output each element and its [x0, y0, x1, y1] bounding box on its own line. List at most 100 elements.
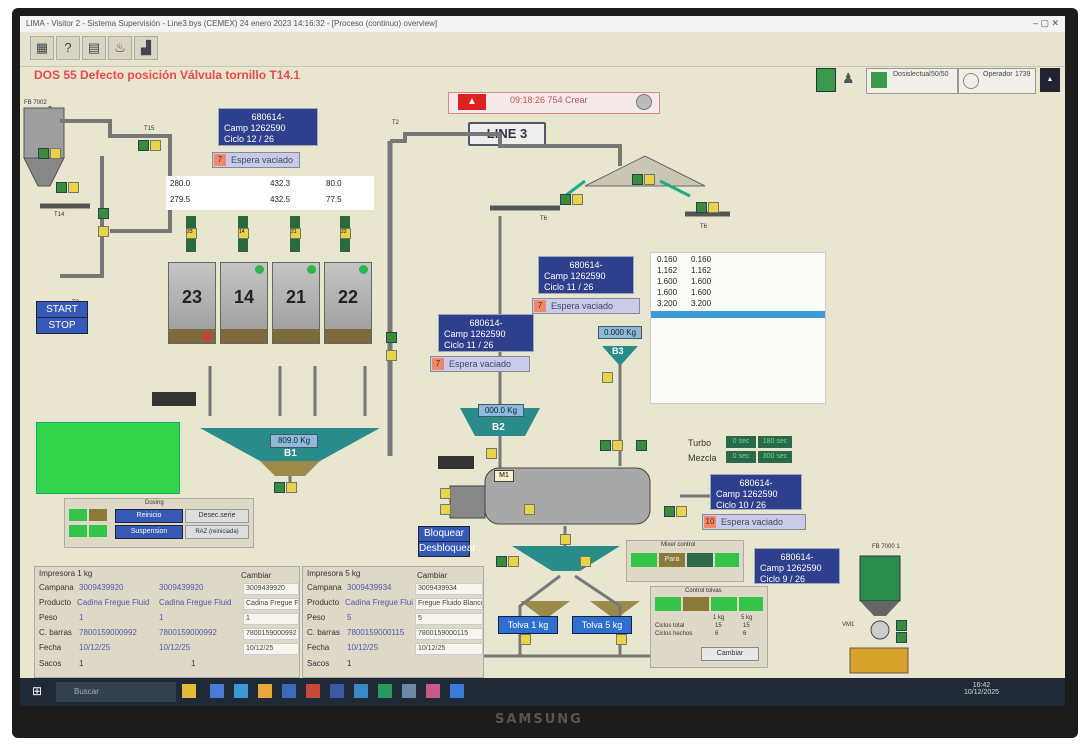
app-icon[interactable]	[450, 684, 464, 698]
field-input[interactable]: Cadina Fregue Flui	[243, 598, 299, 610]
cambiar-tolvas-button[interactable]: Cambiar	[701, 647, 759, 661]
silo-23[interactable]: 23	[168, 262, 216, 344]
espera-box-4: 10 Espera vaciado	[702, 514, 806, 530]
status-dot	[359, 265, 368, 274]
indicator	[486, 448, 497, 459]
para-button[interactable]: Para	[659, 553, 685, 567]
stop-button[interactable]: STOP	[36, 317, 88, 334]
suspension-button[interactable]: Suspension	[115, 525, 183, 539]
app-icon[interactable]	[426, 684, 440, 698]
app-icon[interactable]	[210, 684, 224, 698]
warning-app-icon[interactable]	[182, 684, 196, 698]
recipe-line2: Camp 1262590	[544, 271, 606, 281]
recipe-line1: 680614-	[780, 552, 814, 562]
recipe-icon[interactable]: ♨	[108, 36, 132, 60]
field-input[interactable]: 7800159000992	[243, 628, 299, 640]
app-icon[interactable]	[354, 684, 368, 698]
mixer-led[interactable]	[687, 553, 713, 567]
field-input[interactable]: 3009439934	[415, 583, 483, 595]
tolva-5kg[interactable]: Tolva 5 kg	[572, 616, 632, 634]
status-green-icon[interactable]	[816, 68, 836, 92]
taskbar-date: 10/12/2025	[964, 689, 1000, 696]
alarm-warning-icon[interactable]: ▲	[458, 94, 486, 110]
recipe-box-3[interactable]: 680614- Camp 1262590 Ciclo 11 / 26	[438, 314, 534, 352]
alarm-bar[interactable]	[448, 92, 660, 114]
folder-icon[interactable]	[258, 684, 272, 698]
alarm-datetime: 09:18:26 754 Crear	[510, 95, 588, 105]
scale-display	[152, 392, 196, 406]
hmi-screen: LIMA - Visitor 2 - Sistema Supervisión -…	[20, 16, 1065, 706]
windows-start-icon[interactable]: ⊞	[32, 684, 43, 698]
indicator	[896, 620, 907, 631]
indicator	[50, 148, 61, 159]
field-input[interactable]: 10/12/25	[243, 643, 299, 655]
field-input[interactable]: 10/12/25	[415, 643, 483, 655]
monitor-brand: SAMSUNG	[495, 712, 583, 727]
taskbar-clock[interactable]: 16:42 10/12/2025	[964, 682, 999, 696]
cambiar-printer2-button[interactable]: Cambiar	[417, 571, 448, 580]
dosing-led	[89, 525, 107, 537]
silo-21[interactable]: 21	[272, 262, 320, 344]
b1-label: B1	[284, 448, 297, 459]
cell: 6	[715, 631, 719, 637]
bloquear-button[interactable]: Bloquear	[418, 526, 470, 542]
indicator	[440, 504, 451, 515]
mixer-display	[438, 456, 474, 469]
app-icon[interactable]	[282, 684, 296, 698]
field-input[interactable]: Fregue Fluido Blanco	[415, 598, 483, 610]
help-icon[interactable]: ?	[56, 36, 80, 60]
espera-box-2: 7 Espera vaciado	[532, 298, 640, 314]
indicator	[286, 482, 297, 493]
app-icon[interactable]	[306, 684, 320, 698]
field-input[interactable]: 7800159000115	[415, 628, 483, 640]
raz-button[interactable]: RAZ (reiniciada)	[185, 525, 249, 539]
mixer-led[interactable]	[715, 553, 739, 567]
grid-icon[interactable]: ▦	[30, 36, 54, 60]
desbloquear-button[interactable]: Desbloquear	[418, 541, 476, 557]
printer-panel-5kg: Impresora 5 kg Cambiar Campana 300943993…	[302, 566, 484, 678]
indicator	[580, 556, 591, 567]
app-icon[interactable]	[402, 684, 416, 698]
recipe-box-5[interactable]: 680614- Camp 1262590 Ciclo 9 / 26	[754, 548, 840, 584]
chart-icon[interactable]: ▟	[134, 36, 158, 60]
user-icon[interactable]: ♟	[842, 70, 855, 86]
field-input[interactable]: 3009439920	[243, 583, 299, 595]
recipe-box-2[interactable]: 680614- Camp 1262590 Ciclo 11 / 26	[538, 256, 634, 294]
field-label: C. barras	[39, 628, 72, 637]
app-icon[interactable]	[378, 684, 392, 698]
browser-icon[interactable]	[234, 684, 248, 698]
reinicio-button[interactable]: Reinicio	[115, 509, 183, 523]
tolva-led[interactable]	[711, 597, 737, 611]
b1-weight: 809.0 Kg	[270, 434, 318, 448]
logo-icon: ▲	[1040, 68, 1060, 92]
tolva-led[interactable]	[655, 597, 681, 611]
field-input[interactable]: 1	[243, 613, 299, 625]
mixer-led[interactable]	[631, 553, 657, 567]
indicator	[644, 174, 655, 185]
start-button[interactable]: START	[36, 301, 88, 318]
cambiar-printer1-button[interactable]: Cambiar	[241, 571, 272, 580]
window-controls[interactable]: – ▢ ✕	[1032, 18, 1059, 28]
silo-14[interactable]: 14	[220, 262, 268, 344]
taskbar-search-input[interactable]: Buscar	[56, 682, 176, 702]
tolva-1kg[interactable]: Tolva 1 kg	[498, 616, 558, 634]
readout-value: 80.0	[326, 179, 342, 188]
app-icon[interactable]	[330, 684, 344, 698]
tolva-led[interactable]	[683, 597, 709, 611]
tag-t6b: T6	[700, 224, 708, 230]
alarm-ack-icon[interactable]	[636, 94, 652, 110]
tolva-led[interactable]	[739, 597, 763, 611]
tag-vm: VM1	[842, 622, 855, 628]
desec-serie-button[interactable]: Desec.serie	[185, 509, 249, 523]
table-cell: 1.600	[691, 277, 712, 286]
silo-22[interactable]: 22	[324, 262, 372, 344]
recipe-box-4[interactable]: 680614- Camp 1262590 Ciclo 10 / 26	[710, 474, 802, 510]
table-selected-row[interactable]	[651, 311, 825, 318]
field-input[interactable]: 5	[415, 613, 483, 625]
status-dot	[203, 332, 212, 341]
report-icon[interactable]: ▤	[82, 36, 106, 60]
table-cell: 1.162	[691, 266, 712, 275]
recipe-box-1[interactable]: 680614- Camp 1262590 Ciclo 12 / 26	[218, 108, 318, 146]
espera-num: 7	[534, 300, 546, 312]
